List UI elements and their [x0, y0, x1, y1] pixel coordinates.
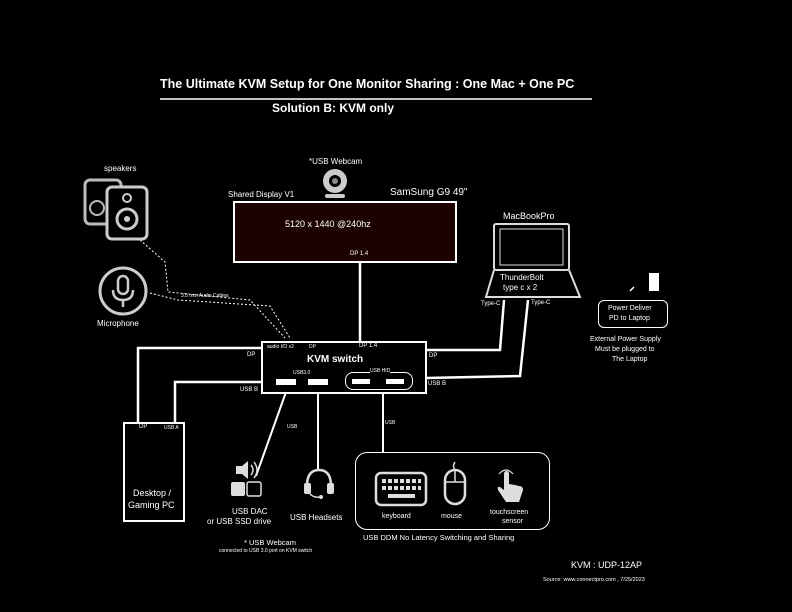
headset-icon: [304, 468, 334, 499]
diagram-title: The Ultimate KVM Setup for One Monitor S…: [160, 77, 575, 91]
webcam-icon: [323, 169, 347, 198]
macbook-tb-line2: type c x 2: [503, 283, 538, 292]
kvm-usb-hid-label: USB HID: [370, 368, 391, 374]
display-label: Shared Display V1: [228, 190, 295, 199]
kvm-usb-hid-port-2: [386, 379, 404, 384]
dac-line2: or USB SSD drive: [207, 517, 272, 526]
power-box-line2: PD to Laptop: [609, 315, 650, 322]
peripherals-caption: USB DDM No Latency Switching and Sharing: [363, 533, 515, 542]
source-text: Source: www.connectpro.com , 7/25/2023: [543, 577, 645, 583]
microphone-icon: [98, 266, 148, 316]
kvm-model: KVM : UDP-12AP: [571, 560, 643, 570]
touch-hand-icon: [497, 469, 523, 502]
audio-cables-label: 3.5 mm Audio Cables: [181, 293, 229, 299]
desktop-pc: DP USB A Desktop / Gaming PC: [123, 422, 185, 522]
webcam-top-label: *USB Webcam: [309, 157, 363, 166]
power-note-line1: External Power Supply: [590, 336, 661, 343]
speakers-label: speakers: [104, 164, 137, 173]
mouse-icon: [443, 461, 467, 506]
display-port: DP 1.4: [350, 251, 369, 257]
webcam-note-line1: * USB Webcam: [244, 538, 296, 547]
usb-label-2: USB: [385, 420, 396, 426]
desktop-line2: Gaming PC: [128, 500, 175, 510]
peripherals-box: [355, 452, 550, 530]
kvm-dp-left: DP: [247, 352, 256, 358]
macbook-port-right: Type-C: [531, 300, 551, 306]
kvm-usb-hid-group: USB HID: [345, 368, 413, 390]
kvm-title: KVM switch: [307, 354, 364, 365]
power-box-line1: Power Deliver: [608, 305, 652, 312]
power-note-line2: Must be plugged to: [595, 346, 655, 353]
macbook-port-left: Type-C: [481, 301, 501, 307]
kvm-switch: audio I/O x2 DP DP 1.4 KVM switch USB3.0…: [261, 341, 427, 394]
touch-label-line2: sensor: [502, 518, 524, 525]
macbook-icon: [484, 223, 582, 298]
kvm-usb30-port-1: [276, 379, 296, 385]
touch-label-line1: touchscreen: [490, 509, 529, 516]
kvm-usb-b-right: USB B: [428, 381, 447, 387]
kvm-usb-b-left: USB B: [240, 387, 259, 393]
headsets-label: USB Headsets: [290, 513, 343, 522]
keyboard-icon: [374, 471, 428, 507]
diagram-subtitle: Solution B: KVM only: [272, 101, 394, 115]
usb-label-1: USB: [287, 424, 298, 430]
mouse-label: mouse: [441, 513, 463, 520]
microphone-label: Microphone: [97, 319, 139, 328]
power-note-line3: The Laptop: [612, 356, 648, 363]
kvm-dp-top: DP: [309, 344, 316, 350]
kvm-usb-hid-port-1: [352, 379, 370, 384]
power-plug-icon: [629, 273, 659, 292]
desktop-line1: Desktop /: [133, 488, 172, 498]
kvm-dp-right: DP: [429, 353, 438, 359]
kvm-usb30-port-2: [308, 379, 328, 385]
macbook-tb-line1: ThunderBolt: [500, 273, 544, 282]
kvm-audio-port: audio I/O x2: [267, 344, 294, 350]
desktop-dp: DP: [139, 424, 148, 430]
keyboard-label: keyboard: [382, 513, 411, 520]
webcam-note-line2: connected to USB 3.0 port on KVM switch: [219, 548, 313, 554]
dac-line1: USB DAC: [232, 507, 268, 516]
desktop-usb-a: USB A: [164, 425, 179, 431]
power-deliver-box: Power Deliver PD to Laptop: [598, 300, 668, 328]
display-resolution: 5120 x 1440 @240hz: [285, 219, 371, 229]
usb-dac-icon: [231, 461, 262, 497]
display-model: SamSung G9 49": [390, 187, 468, 198]
kvm-usb30: USB3.0: [293, 370, 311, 376]
macbook-label: MacBookPro: [503, 211, 555, 221]
shared-display: 5120 x 1440 @240hz DP 1.4: [233, 201, 457, 263]
speakers-icon: [83, 178, 149, 241]
kvm-dp-14: DP 1.4: [359, 343, 378, 349]
